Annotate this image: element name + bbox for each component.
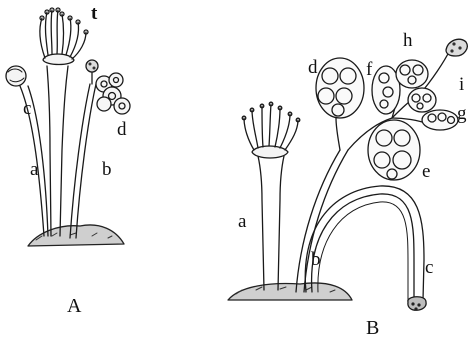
panel-b-gonophore-i <box>408 88 436 112</box>
label-b-c: c <box>425 258 433 277</box>
panel-b-polyp-a <box>242 102 300 290</box>
label-a-t: t <box>91 4 97 23</box>
panel-a-polyp-b <box>70 60 130 238</box>
panel-b-gonophore-d <box>316 58 364 118</box>
panel-b-gonophore-e <box>368 120 420 180</box>
panel-a-title: A <box>67 296 81 316</box>
label-b-a: a <box>238 212 246 231</box>
panel-b-title: B <box>366 318 379 338</box>
label-a-c: c <box>23 99 31 118</box>
panel-a-polyp-c <box>6 66 48 236</box>
panel-a-polyp-a <box>40 8 88 236</box>
label-a-d: d <box>117 120 127 139</box>
label-b-d: d <box>308 58 318 77</box>
panel-b-terminal-bud <box>446 39 467 56</box>
label-a-a: a <box>30 160 38 179</box>
label-b-i: i <box>459 75 464 94</box>
panel-b-gonophore-h <box>396 60 428 88</box>
label-b-e: e <box>422 162 430 181</box>
label-a-b: b <box>102 160 112 179</box>
label-b-g: g <box>457 104 467 123</box>
panel-b-gonophore-g <box>422 110 458 130</box>
panel-a-drawing <box>6 8 130 246</box>
label-b-b: b <box>311 250 321 269</box>
panel-b-ground <box>228 283 352 300</box>
label-b-f: f <box>366 60 372 79</box>
label-b-h: h <box>403 31 413 50</box>
